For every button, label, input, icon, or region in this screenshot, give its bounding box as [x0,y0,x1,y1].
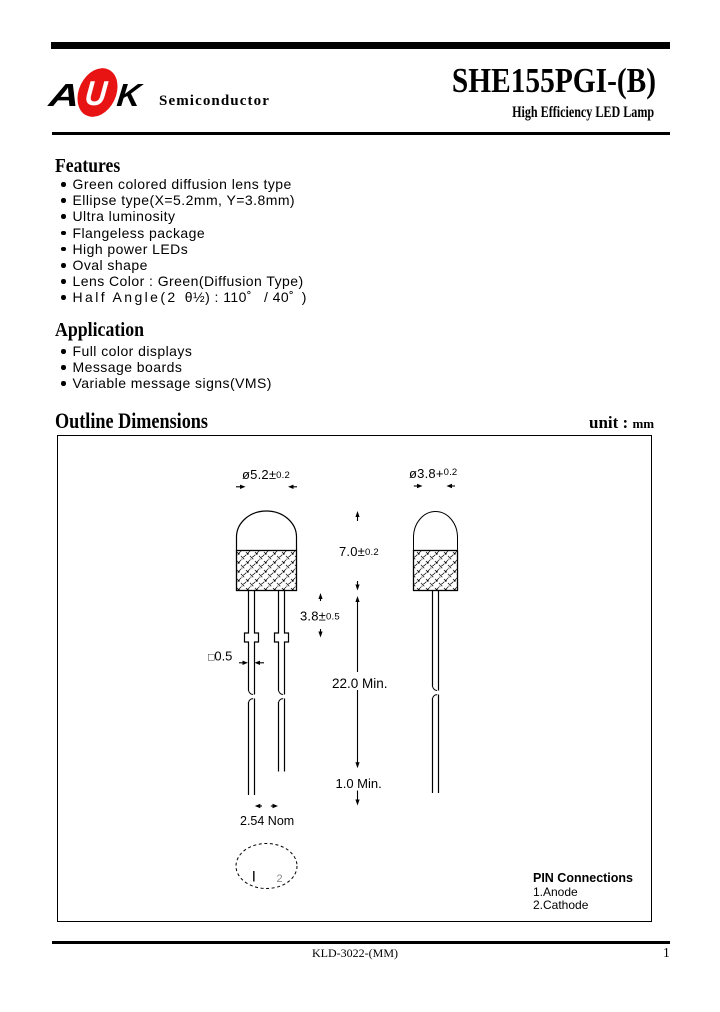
svg-text:2: 2 [277,873,283,885]
svg-text:ø3.8+0.2: ø3.8+0.2 [409,466,457,481]
svg-text:7.0±0.2: 7.0±0.2 [339,544,379,559]
svg-text:ø5.2±0.2: ø5.2±0.2 [242,467,290,482]
svg-text:3.8±0.5: 3.8±0.5 [300,609,340,624]
svg-text:1.0 Min.: 1.0 Min. [336,776,382,791]
svg-text:□0.5: □0.5 [208,649,232,664]
svg-text:2.54 Nom: 2.54 Nom [240,814,294,828]
svg-text:22.0 Min.: 22.0 Min. [332,676,388,691]
